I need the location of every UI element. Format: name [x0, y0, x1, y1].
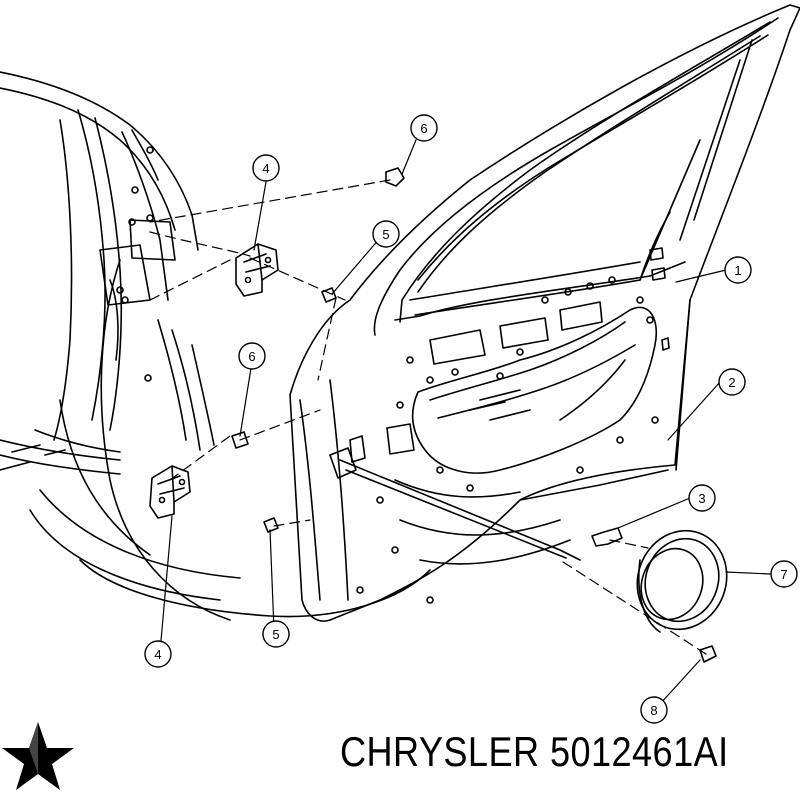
callout-6-upper: 6 [410, 114, 438, 142]
window-frame [399, 21, 771, 323]
callout-5-lower: 5 [262, 620, 290, 648]
callout-8: 8 [640, 696, 668, 724]
callout-1: 1 [724, 256, 752, 284]
callout-6-lower: 6 [238, 342, 266, 370]
callout-7: 7 [770, 560, 798, 588]
callout-3: 3 [688, 484, 716, 512]
callout-5-upper: 5 [372, 220, 400, 248]
callout-6-lower-label: 6 [248, 349, 255, 364]
callout-4-lower: 4 [144, 640, 172, 668]
lower-hinge [149, 465, 191, 519]
leader-lines [159, 139, 771, 705]
callout-3-label: 3 [698, 491, 705, 506]
door-check-outline [29, 259, 431, 621]
pentastar-icon [2, 722, 74, 790]
inner-panel-details [356, 247, 670, 604]
body-opening [0, 71, 215, 475]
brand-part-number: CHRYSLER 5012461AI [340, 728, 729, 775]
assembly-lines [149, 179, 707, 655]
upper-hinge [235, 243, 279, 297]
callout-2: 2 [718, 368, 746, 396]
callout-4-upper: 4 [252, 154, 280, 182]
callout-1-label: 1 [734, 263, 741, 278]
callout-8-label: 8 [650, 703, 657, 718]
callout-4-lower-label: 4 [154, 647, 161, 662]
door-check-strap [329, 435, 581, 561]
hinge-bolts [231, 167, 717, 663]
callout-2-label: 2 [728, 375, 735, 390]
callout-7-label: 7 [780, 567, 787, 582]
callout-4-upper-label: 4 [262, 161, 269, 176]
callouts: 1 2 3 4 4 5 5 6 [144, 114, 798, 724]
speaker-assembly [636, 529, 728, 633]
callout-5-lower-label: 5 [272, 627, 279, 642]
callout-5-upper-label: 5 [382, 227, 389, 242]
callout-6-upper-label: 6 [420, 121, 427, 136]
front-door-panel [289, 4, 800, 622]
